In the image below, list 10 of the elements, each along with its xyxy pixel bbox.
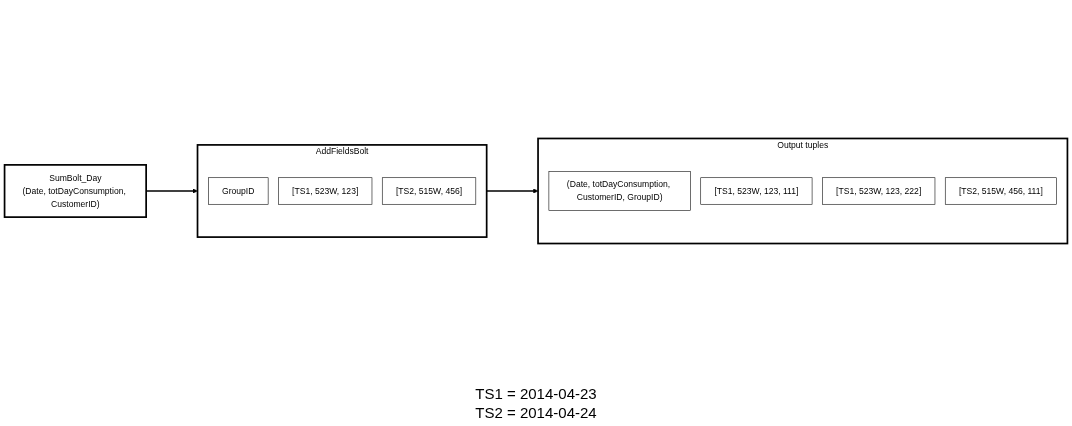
node-box: (Date, totDayConsumption, CustomerID, GroupID) [548,171,691,211]
node-box: [TS1, 523W, 123, 222] [822,177,936,205]
node-box: [TS2, 515W, 456] [381,177,477,205]
note-text: TS1 = 2014-04-23 [475,384,597,403]
node-box: SumBolt_Day (Date, totDayConsumption, CustomerID) [3,164,147,218]
note-text: TS2 = 2014-04-24 [475,403,597,422]
node-box: GroupID [208,177,269,205]
node-box: [TS2, 515W, 456, 111] [944,177,1057,205]
node-box: [TS1, 523W, 123, 111] [700,177,813,205]
node-box: [TS1, 523W, 123] [278,177,373,205]
